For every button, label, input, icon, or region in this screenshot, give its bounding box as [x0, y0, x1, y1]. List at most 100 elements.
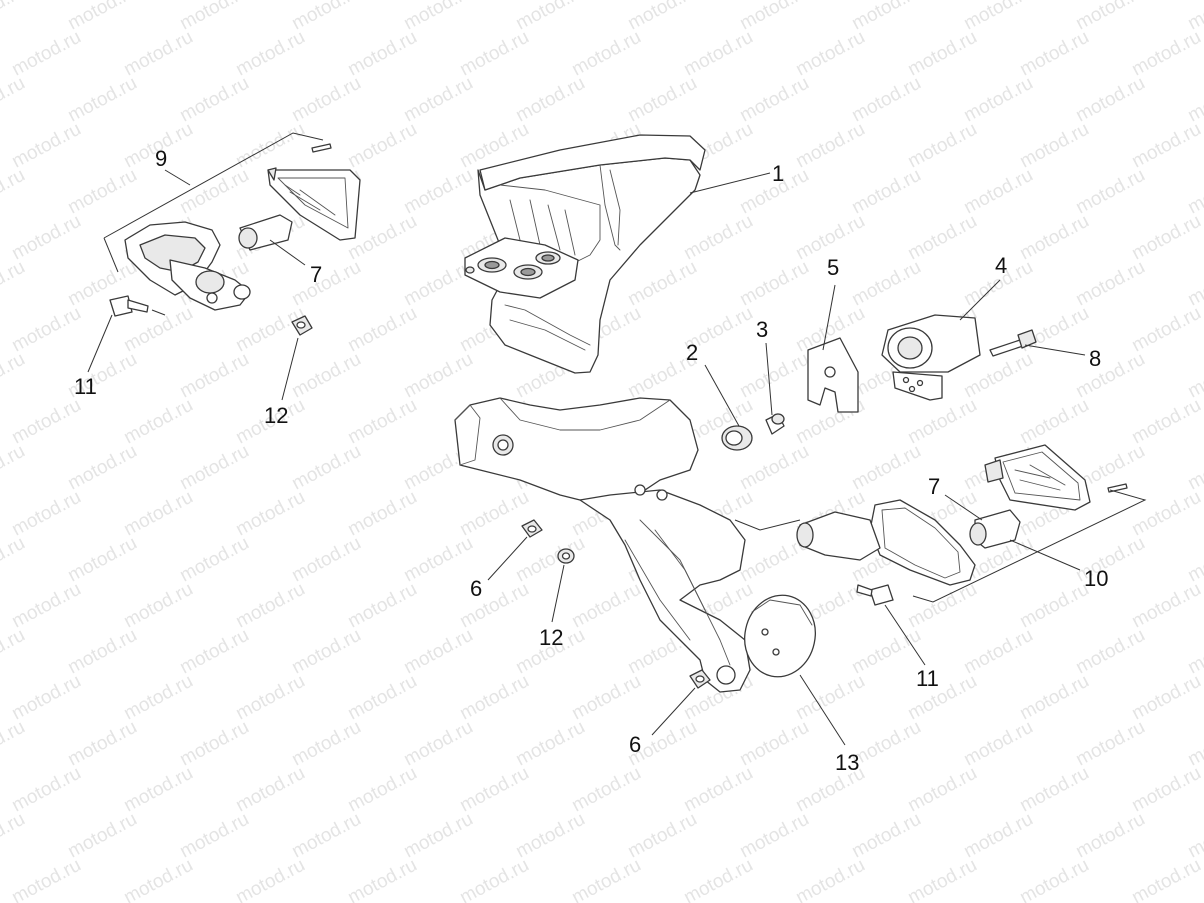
watermark-text: motod.ru — [400, 809, 476, 863]
watermark-text: motod.ru — [848, 73, 924, 127]
watermark-text: motod.ru — [736, 441, 812, 495]
watermark-text: motod.ru — [848, 717, 924, 771]
watermark-text: motod.ru — [848, 165, 924, 219]
watermark-text: motod.ru — [1128, 855, 1204, 903]
watermark-text: motod.ru — [400, 73, 476, 127]
watermark-text: motod.ru — [0, 0, 29, 34]
watermark-text: motod.ru — [680, 211, 756, 265]
callout-11-right: 11 — [916, 666, 939, 691]
watermark-text: motod.ru — [1016, 395, 1092, 449]
watermark-text: motod.ru — [1072, 809, 1148, 863]
watermark-text: motod.ru — [848, 441, 924, 495]
watermark-text: motod.ru — [8, 119, 84, 173]
watermark-text: motod.ru — [456, 855, 532, 903]
watermark-text: motod.ru — [288, 73, 364, 127]
watermark-text: motod.ru — [512, 73, 588, 127]
watermark-text: motod.ru — [848, 809, 924, 863]
watermark-text: motod.ru — [400, 625, 476, 679]
callout-11-left: 11 — [74, 374, 97, 399]
watermark-text: motod.ru — [904, 211, 980, 265]
watermark-text: motod.ru — [344, 855, 420, 903]
watermark-text: motod.ru — [1128, 671, 1204, 725]
watermark-text: motod.ru — [288, 717, 364, 771]
watermark-text: motod.ru — [904, 855, 980, 903]
watermark-text: motod.ru — [344, 27, 420, 81]
watermark-text: motod.ru — [680, 763, 756, 817]
watermark-text: motod.ru — [232, 27, 308, 81]
watermark-text: motod.ru — [736, 349, 812, 403]
watermark-text: motod.ru — [8, 395, 84, 449]
watermark-text: motod.ru — [0, 73, 29, 127]
watermark-text: motod.ru — [904, 763, 980, 817]
part-left-indicator — [109, 143, 361, 336]
watermark-text: motod.ru — [232, 487, 308, 541]
part-tail-cowl — [464, 134, 706, 374]
part-screw-long — [989, 329, 1037, 357]
watermark-text: motod.ru — [232, 763, 308, 817]
watermark-text: motod.ru — [624, 257, 700, 311]
watermark-text: motod.ru — [960, 717, 1036, 771]
watermark-text: motod.ru — [8, 211, 84, 265]
watermark-text: motod.ru — [1016, 119, 1092, 173]
callout-12-lower: 12 — [539, 625, 563, 650]
watermark-text: motod.ru — [176, 73, 252, 127]
watermark-text: motod.ru — [400, 349, 476, 403]
watermark-text: motod.ru — [1128, 763, 1204, 817]
watermark-text: motod.ru — [1072, 625, 1148, 679]
part-washer-12-lower — [557, 548, 575, 564]
watermark-text: motod.ru — [0, 349, 29, 403]
watermark-text: motod.ru — [400, 533, 476, 587]
watermark-text: motod.ru — [456, 27, 532, 81]
watermark-text: motod.ru — [1128, 27, 1204, 81]
part-nut-6-lower — [689, 669, 711, 689]
part-nut-6-upper — [521, 519, 543, 538]
callout-7-left: 7 — [310, 262, 322, 287]
watermark-text: motod.ru — [176, 717, 252, 771]
part-plate-holder — [454, 397, 751, 693]
callout-1: 1 — [772, 161, 784, 186]
watermark-text: motod.ru — [904, 579, 980, 633]
watermark-text: motod.ru — [120, 671, 196, 725]
watermark-text: motod.ru — [400, 165, 476, 219]
watermark-text: motod.ru — [1016, 763, 1092, 817]
watermark-text: motod.ru — [288, 533, 364, 587]
watermark-text: motod.ru — [176, 349, 252, 403]
callout-13: 13 — [835, 750, 859, 775]
watermark-text: motod.ru — [792, 27, 868, 81]
watermark-text: motod.ru — [400, 717, 476, 771]
watermark-text: motod.ru — [120, 763, 196, 817]
part-grommet — [721, 425, 753, 451]
watermark-text: motod.ru — [176, 533, 252, 587]
watermark-text: motod.ru — [736, 717, 812, 771]
watermark-text: motod.ru — [1016, 671, 1092, 725]
watermark-text: motod.ru — [792, 119, 868, 173]
watermark-text: motod.ru — [1128, 303, 1204, 357]
watermark-text: motod.ru — [288, 625, 364, 679]
part-plate-light — [881, 314, 981, 401]
watermark-text: motod.ru — [1128, 395, 1204, 449]
watermark-text: motod.ru — [176, 441, 252, 495]
watermark-text: motod.ru — [792, 671, 868, 725]
watermark-text: motod.ru — [0, 533, 29, 587]
watermark-text: motod.ru — [120, 579, 196, 633]
watermark-text: motod.ru — [512, 717, 588, 771]
watermark-text: motod.ru — [960, 73, 1036, 127]
watermark-text: motod.ru — [120, 395, 196, 449]
watermark-text: motod.ru — [288, 257, 364, 311]
watermark-text: motod.ru — [8, 487, 84, 541]
watermark-text: motod.ru — [176, 625, 252, 679]
watermark-text: motod.ru — [8, 671, 84, 725]
watermark-text: motod.ru — [680, 855, 756, 903]
watermark-text: motod.ru — [0, 441, 29, 495]
watermark-text: motod.ru — [960, 625, 1036, 679]
watermark-text: motod.ru — [568, 27, 644, 81]
callout-10: 10 — [1084, 566, 1108, 591]
watermark-text: motod.ru — [904, 119, 980, 173]
watermark-text: motod.ru — [848, 257, 924, 311]
watermark-text: motod.ru — [1128, 487, 1204, 541]
watermark-text: motod.ru — [736, 257, 812, 311]
callout-2: 2 — [686, 340, 698, 365]
assembly-brackets — [103, 132, 1147, 603]
watermark-text: motod.ru — [1016, 211, 1092, 265]
